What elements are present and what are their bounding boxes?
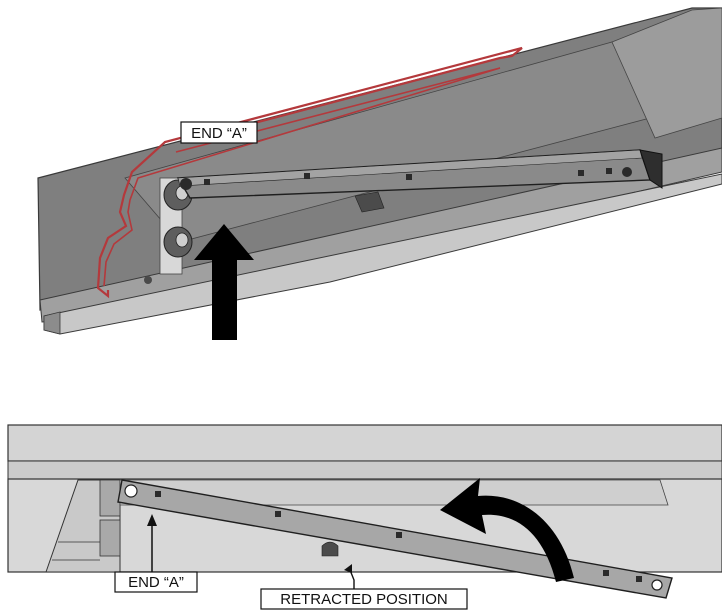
bottom-linkage-arm: [117, 479, 673, 599]
housing-bottom-flange-edge: [43, 311, 61, 335]
end-a-label: END “A”: [191, 125, 247, 142]
gasket-channel: [96, 46, 523, 299]
end-a-label-box: [180, 121, 258, 144]
up-arrow-icon: [194, 224, 254, 340]
panel-top-band: [7, 424, 722, 462]
bottom-end-a-label-box: [114, 571, 198, 593]
roller-bracket: [144, 177, 193, 284]
housing-right-wedge: [611, 7, 722, 139]
bottom-view: END “A” RETRACTED POSITION: [7, 424, 722, 610]
bottom-end-a-label: END “A”: [128, 574, 184, 591]
panel-mid-band: [7, 460, 722, 480]
gasket-channel-inner: [103, 67, 501, 287]
top-view: END “A”: [37, 7, 722, 340]
linkage-arm: [176, 149, 663, 213]
retracted-label-box: [260, 588, 468, 610]
retracted-label: RETRACTED POSITION: [280, 591, 448, 608]
retracted-leader: [349, 569, 355, 589]
curved-arrow-icon: [440, 478, 574, 582]
